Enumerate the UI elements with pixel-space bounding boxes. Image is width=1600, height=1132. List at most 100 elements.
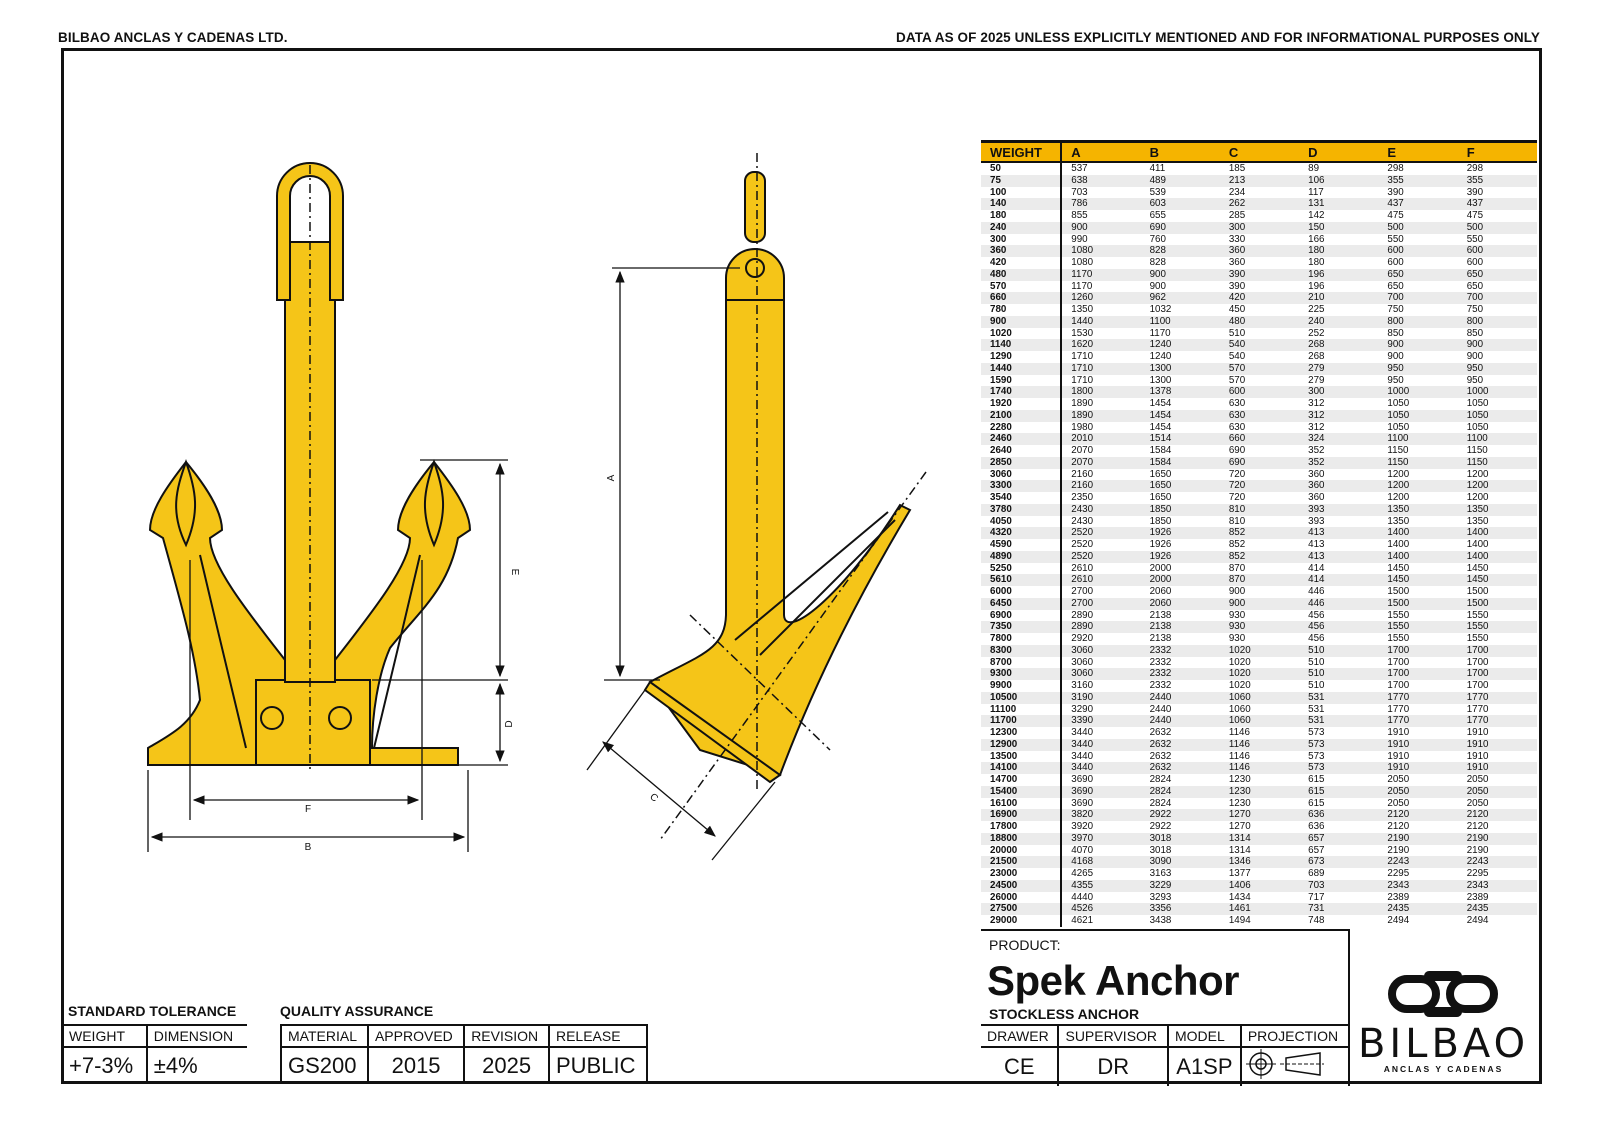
dimension-cell: 1314 <box>1219 832 1300 845</box>
product-name: Spek Anchor <box>987 957 1240 1004</box>
weight-cell: 1740 <box>981 386 1063 398</box>
dimension-cell: 1060 <box>1228 703 1251 715</box>
dimension-cell: 1910 <box>1378 762 1458 774</box>
dimension-cell: 413 <box>1299 527 1379 539</box>
weight-cell: 1590 <box>981 374 1063 387</box>
dimension-cell: 2824 <box>1140 785 1220 798</box>
dimension-cell: 2440 <box>1149 703 1172 715</box>
dimension-cell: 456 <box>1308 609 1325 621</box>
dimension-cell: 1170 <box>1149 327 1171 339</box>
dimension-cell: 1710 <box>1071 351 1094 362</box>
dimension-cell: 106 <box>1299 174 1379 187</box>
dimension-cell: 1350 <box>1378 503 1458 516</box>
dimension-cell: 510 <box>1308 680 1325 691</box>
material-value: GS200 <box>280 1046 369 1084</box>
dimension-cell: 870 <box>1219 574 1300 586</box>
dimension-cell: 3018 <box>1140 832 1220 845</box>
dimension-cell: 2138 <box>1140 621 1220 633</box>
dimension-cell: 573 <box>1299 762 1379 774</box>
dimension-cell: 673 <box>1299 856 1379 868</box>
dimension-cell: 1200 <box>1378 480 1458 492</box>
dimension-cell: 1910 <box>1466 750 1489 762</box>
supervisor-value: DR <box>1057 1046 1169 1086</box>
dimension-cell: 600 <box>1219 386 1300 398</box>
dimension-cell: 1050 <box>1387 421 1410 433</box>
dimension-cell: 950 <box>1387 374 1404 386</box>
logo-subtitle: ANCLAS Y CADENAS <box>1383 1064 1504 1074</box>
weight-cell: 12300 <box>981 727 1063 739</box>
dimension-cell: 810 <box>1219 503 1300 516</box>
product-block: PRODUCT: Spek Anchor STOCKLESS ANCHOR <box>981 929 1350 1084</box>
dimension-cell: 2050 <box>1387 797 1410 809</box>
dimension-cell: 2520 <box>1061 550 1141 563</box>
weight-cell: 240 <box>981 221 1063 234</box>
weight-cell: 6900 <box>981 609 1063 622</box>
dimension-cell: 2295 <box>1387 868 1410 879</box>
dim-label-d: D <box>504 720 515 727</box>
dimension-cell: 1910 <box>1457 738 1537 751</box>
dimension-cell: 650 <box>1457 268 1537 281</box>
anchor-arms <box>147 460 472 766</box>
revision-value: 2025 <box>463 1046 550 1084</box>
dimension-cell: 1500 <box>1387 586 1410 597</box>
dimension-cell: 1550 <box>1466 633 1489 644</box>
dimension-cell: 3690 <box>1071 774 1094 785</box>
dimension-cell: 650 <box>1387 280 1404 292</box>
dimension-cell: 1550 <box>1387 633 1410 644</box>
weight-cell: 9900 <box>981 680 1063 692</box>
dimension-cell: 2494 <box>1466 915 1489 926</box>
front-view <box>147 162 472 766</box>
dimension-cell: 573 <box>1299 738 1379 751</box>
dimension-cell: 2920 <box>1071 633 1094 644</box>
dimension-cell: 1350 <box>1387 515 1410 527</box>
dimension-cell: 700 <box>1378 292 1458 304</box>
dimension-cell: 2890 <box>1061 621 1141 633</box>
dimension-cell: 1240 <box>1149 351 1172 362</box>
weight-cell: 2850 <box>981 456 1063 469</box>
dimension-cell: 537 <box>1071 163 1088 174</box>
supervisor-label: SUPERVISOR <box>1057 1024 1169 1048</box>
dimension-cell: 1890 <box>1061 409 1141 422</box>
dimension-cell: 3440 <box>1061 762 1141 774</box>
weight-cell: 11100 <box>981 703 1063 716</box>
dimension-cell: 600 <box>1378 245 1458 257</box>
dimension-cell: 950 <box>1378 362 1458 375</box>
approved-value: 2015 <box>366 1046 466 1084</box>
dimension-cell: 1700 <box>1378 668 1458 680</box>
release-label: RELEASE <box>547 1024 649 1048</box>
dimension-cell: 2350 <box>1071 492 1094 503</box>
dimension-cell: 1550 <box>1457 621 1537 633</box>
weight-cell: 1290 <box>981 351 1063 363</box>
dimension-cell: 1170 <box>1071 280 1093 292</box>
dimension-cell: 1050 <box>1378 409 1458 422</box>
dimension-cell: 1240 <box>1140 339 1220 351</box>
dimension-cell: 390 <box>1219 268 1300 281</box>
dimension-cell: 2120 <box>1387 821 1410 832</box>
dimension-cell: 210 <box>1299 292 1379 304</box>
dimension-cell: 1150 <box>1457 456 1537 469</box>
dimension-cell: 3160 <box>1071 680 1094 691</box>
dimension-cell: 1850 <box>1140 503 1220 516</box>
weight-cell: 8700 <box>981 656 1063 669</box>
dimension-cell: 2243 <box>1378 856 1458 868</box>
weight-cell: 2280 <box>981 421 1063 434</box>
dimension-cell: 1454 <box>1149 421 1172 433</box>
dimension-cell: 930 <box>1228 609 1246 621</box>
weight-cell: 3060 <box>981 468 1063 481</box>
dimension-cell: 650 <box>1466 280 1484 292</box>
dimension-cell: 1400 <box>1457 550 1537 563</box>
dimension-cell: 1910 <box>1387 750 1410 762</box>
dimension-cell: 1450 <box>1387 562 1410 574</box>
dimension-cell: 185 <box>1228 163 1246 174</box>
dimension-cell: 1584 <box>1149 445 1172 456</box>
dimension-cell: 950 <box>1466 374 1484 386</box>
dimension-cell: 1378 <box>1140 386 1220 398</box>
